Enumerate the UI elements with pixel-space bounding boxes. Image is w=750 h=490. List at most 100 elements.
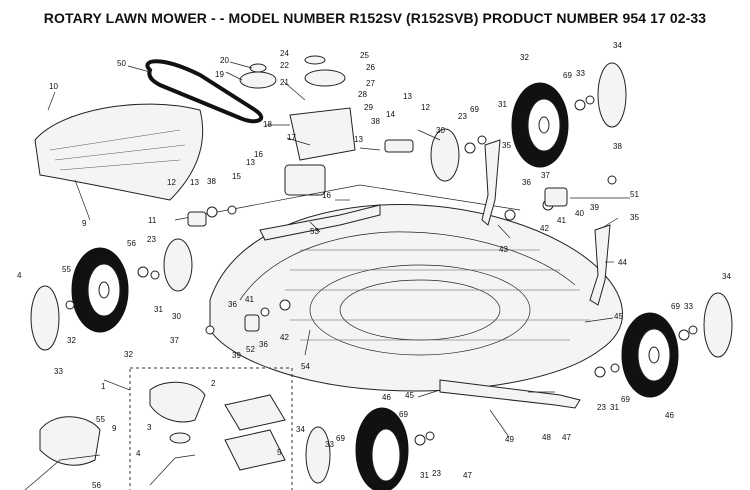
callout-24: 24 bbox=[280, 49, 289, 58]
callout-3: 3 bbox=[147, 423, 152, 432]
callout-23c: 23 bbox=[432, 469, 441, 478]
callout-5: 5 bbox=[277, 448, 282, 457]
callout-22: 22 bbox=[280, 61, 289, 70]
callout-10: 9 bbox=[82, 219, 87, 228]
callout-1: 1 bbox=[101, 382, 106, 391]
callout-30a: 30 bbox=[436, 126, 445, 135]
callout-49: 49 bbox=[505, 435, 514, 444]
callout-34a: 34 bbox=[613, 41, 622, 50]
callout-31b: 31 bbox=[610, 403, 619, 412]
callout-43: 43 bbox=[499, 245, 508, 254]
callout-15: 15 bbox=[232, 172, 241, 181]
callout-33b: 33 bbox=[684, 302, 693, 311]
callout-45b: 45 bbox=[405, 391, 414, 400]
callout-11: 10 bbox=[49, 82, 58, 91]
callout-38d: 37 bbox=[170, 336, 179, 345]
hubcap-left bbox=[30, 285, 60, 351]
callout-23b: 23 bbox=[597, 403, 606, 412]
callout-69d: 69 bbox=[621, 395, 630, 404]
callout-52: 52 bbox=[246, 345, 255, 354]
callout-69g: 56 bbox=[127, 239, 136, 248]
callout-38b: 38 bbox=[613, 142, 622, 151]
callout-16b: 16 bbox=[322, 191, 331, 200]
callout-41b: 41 bbox=[245, 295, 254, 304]
callout-12a: 12 bbox=[421, 103, 430, 112]
callout-labels: 50 10 9 20 19 24 22 21 25 26 27 28 29 18… bbox=[17, 41, 731, 490]
pulley-19 bbox=[239, 71, 277, 89]
callout-18: 18 bbox=[263, 120, 272, 129]
callout-13b: 13 bbox=[354, 135, 363, 144]
callout-29: 29 bbox=[364, 103, 373, 112]
callout-69e: 69 bbox=[399, 410, 408, 419]
gear-assembly-51 bbox=[544, 187, 568, 207]
callout-30b: 30 bbox=[172, 312, 181, 321]
callout-44: 44 bbox=[618, 258, 627, 267]
callout-36a: 36 bbox=[522, 178, 531, 187]
callout-35a: 35 bbox=[502, 141, 511, 150]
callout-23a: 23 bbox=[458, 112, 467, 121]
callout-54: 54 bbox=[301, 362, 310, 371]
callout-25: 25 bbox=[360, 51, 369, 60]
callout-34b: 34 bbox=[722, 272, 731, 281]
hubcap-bottom bbox=[305, 426, 331, 484]
wheel-rear-top bbox=[511, 82, 569, 168]
callout-9: 9 bbox=[112, 424, 117, 433]
callout-53: 53 bbox=[310, 227, 319, 236]
callout-19: 19 bbox=[215, 70, 224, 79]
callout-69b: 69 bbox=[563, 71, 572, 80]
callout-21: 21 bbox=[280, 78, 289, 87]
callout-17: 17 bbox=[287, 133, 296, 142]
callout-55: 55 bbox=[96, 415, 105, 424]
callout-39b: 39 bbox=[232, 351, 241, 360]
callout-37a: 37 bbox=[541, 171, 550, 180]
callout-46a: 46 bbox=[665, 411, 674, 420]
callout-48: 48 bbox=[542, 433, 551, 442]
callout-31c: 31 bbox=[420, 471, 429, 480]
callout-26: 26 bbox=[366, 63, 375, 72]
callout-12b: 11 bbox=[148, 216, 157, 225]
callout-42a: 42 bbox=[540, 224, 549, 233]
callout-31d: 31 bbox=[154, 305, 163, 314]
callout-27: 27 bbox=[366, 79, 375, 88]
pinion-37 bbox=[244, 314, 260, 332]
washers bbox=[65, 95, 698, 446]
wheel-front-left bbox=[71, 247, 129, 333]
callout-40: 40 bbox=[575, 209, 584, 218]
callout-69a: 69 bbox=[470, 105, 479, 114]
callout-28: 28 bbox=[358, 90, 367, 99]
callout-39a: 39 bbox=[590, 203, 599, 212]
gear-30-left bbox=[163, 238, 193, 292]
callout-36b: 36 bbox=[259, 340, 268, 349]
callout-47b: 47 bbox=[463, 471, 472, 480]
callout-38c: 38 bbox=[207, 177, 216, 186]
callout-38a: 38 bbox=[371, 117, 380, 126]
callout-4a: 4 bbox=[17, 271, 22, 280]
rear-shield bbox=[34, 103, 204, 201]
callout-13c: 13 bbox=[403, 92, 412, 101]
callout-42b: 42 bbox=[280, 333, 289, 342]
mower-deck bbox=[209, 203, 623, 392]
pulley-20 bbox=[249, 63, 267, 73]
hubcap-top-right bbox=[597, 62, 627, 128]
callout-16a: 16 bbox=[254, 150, 263, 159]
callout-69c: 69 bbox=[671, 302, 680, 311]
callout-32a: 32 bbox=[520, 53, 529, 62]
callout-34d: 33 bbox=[54, 367, 63, 376]
callout-47a: 47 bbox=[562, 433, 571, 442]
bearing-13 bbox=[187, 211, 207, 227]
callout-31a: 31 bbox=[498, 100, 507, 109]
callout-14: 14 bbox=[386, 110, 395, 119]
callout-51: 51 bbox=[630, 190, 639, 199]
gear-30-top bbox=[430, 128, 460, 182]
drive-belt bbox=[145, 59, 264, 124]
bushing-14 bbox=[384, 139, 414, 153]
callout-45a: 45 bbox=[614, 312, 623, 321]
inset-frame bbox=[129, 367, 293, 490]
callout-69f: 69 bbox=[336, 434, 345, 443]
callout-56: 56 bbox=[92, 481, 101, 490]
wheel-front-bottom bbox=[355, 407, 409, 490]
callout-37b: 36 bbox=[228, 300, 237, 309]
callout-41a: 41 bbox=[557, 216, 566, 225]
